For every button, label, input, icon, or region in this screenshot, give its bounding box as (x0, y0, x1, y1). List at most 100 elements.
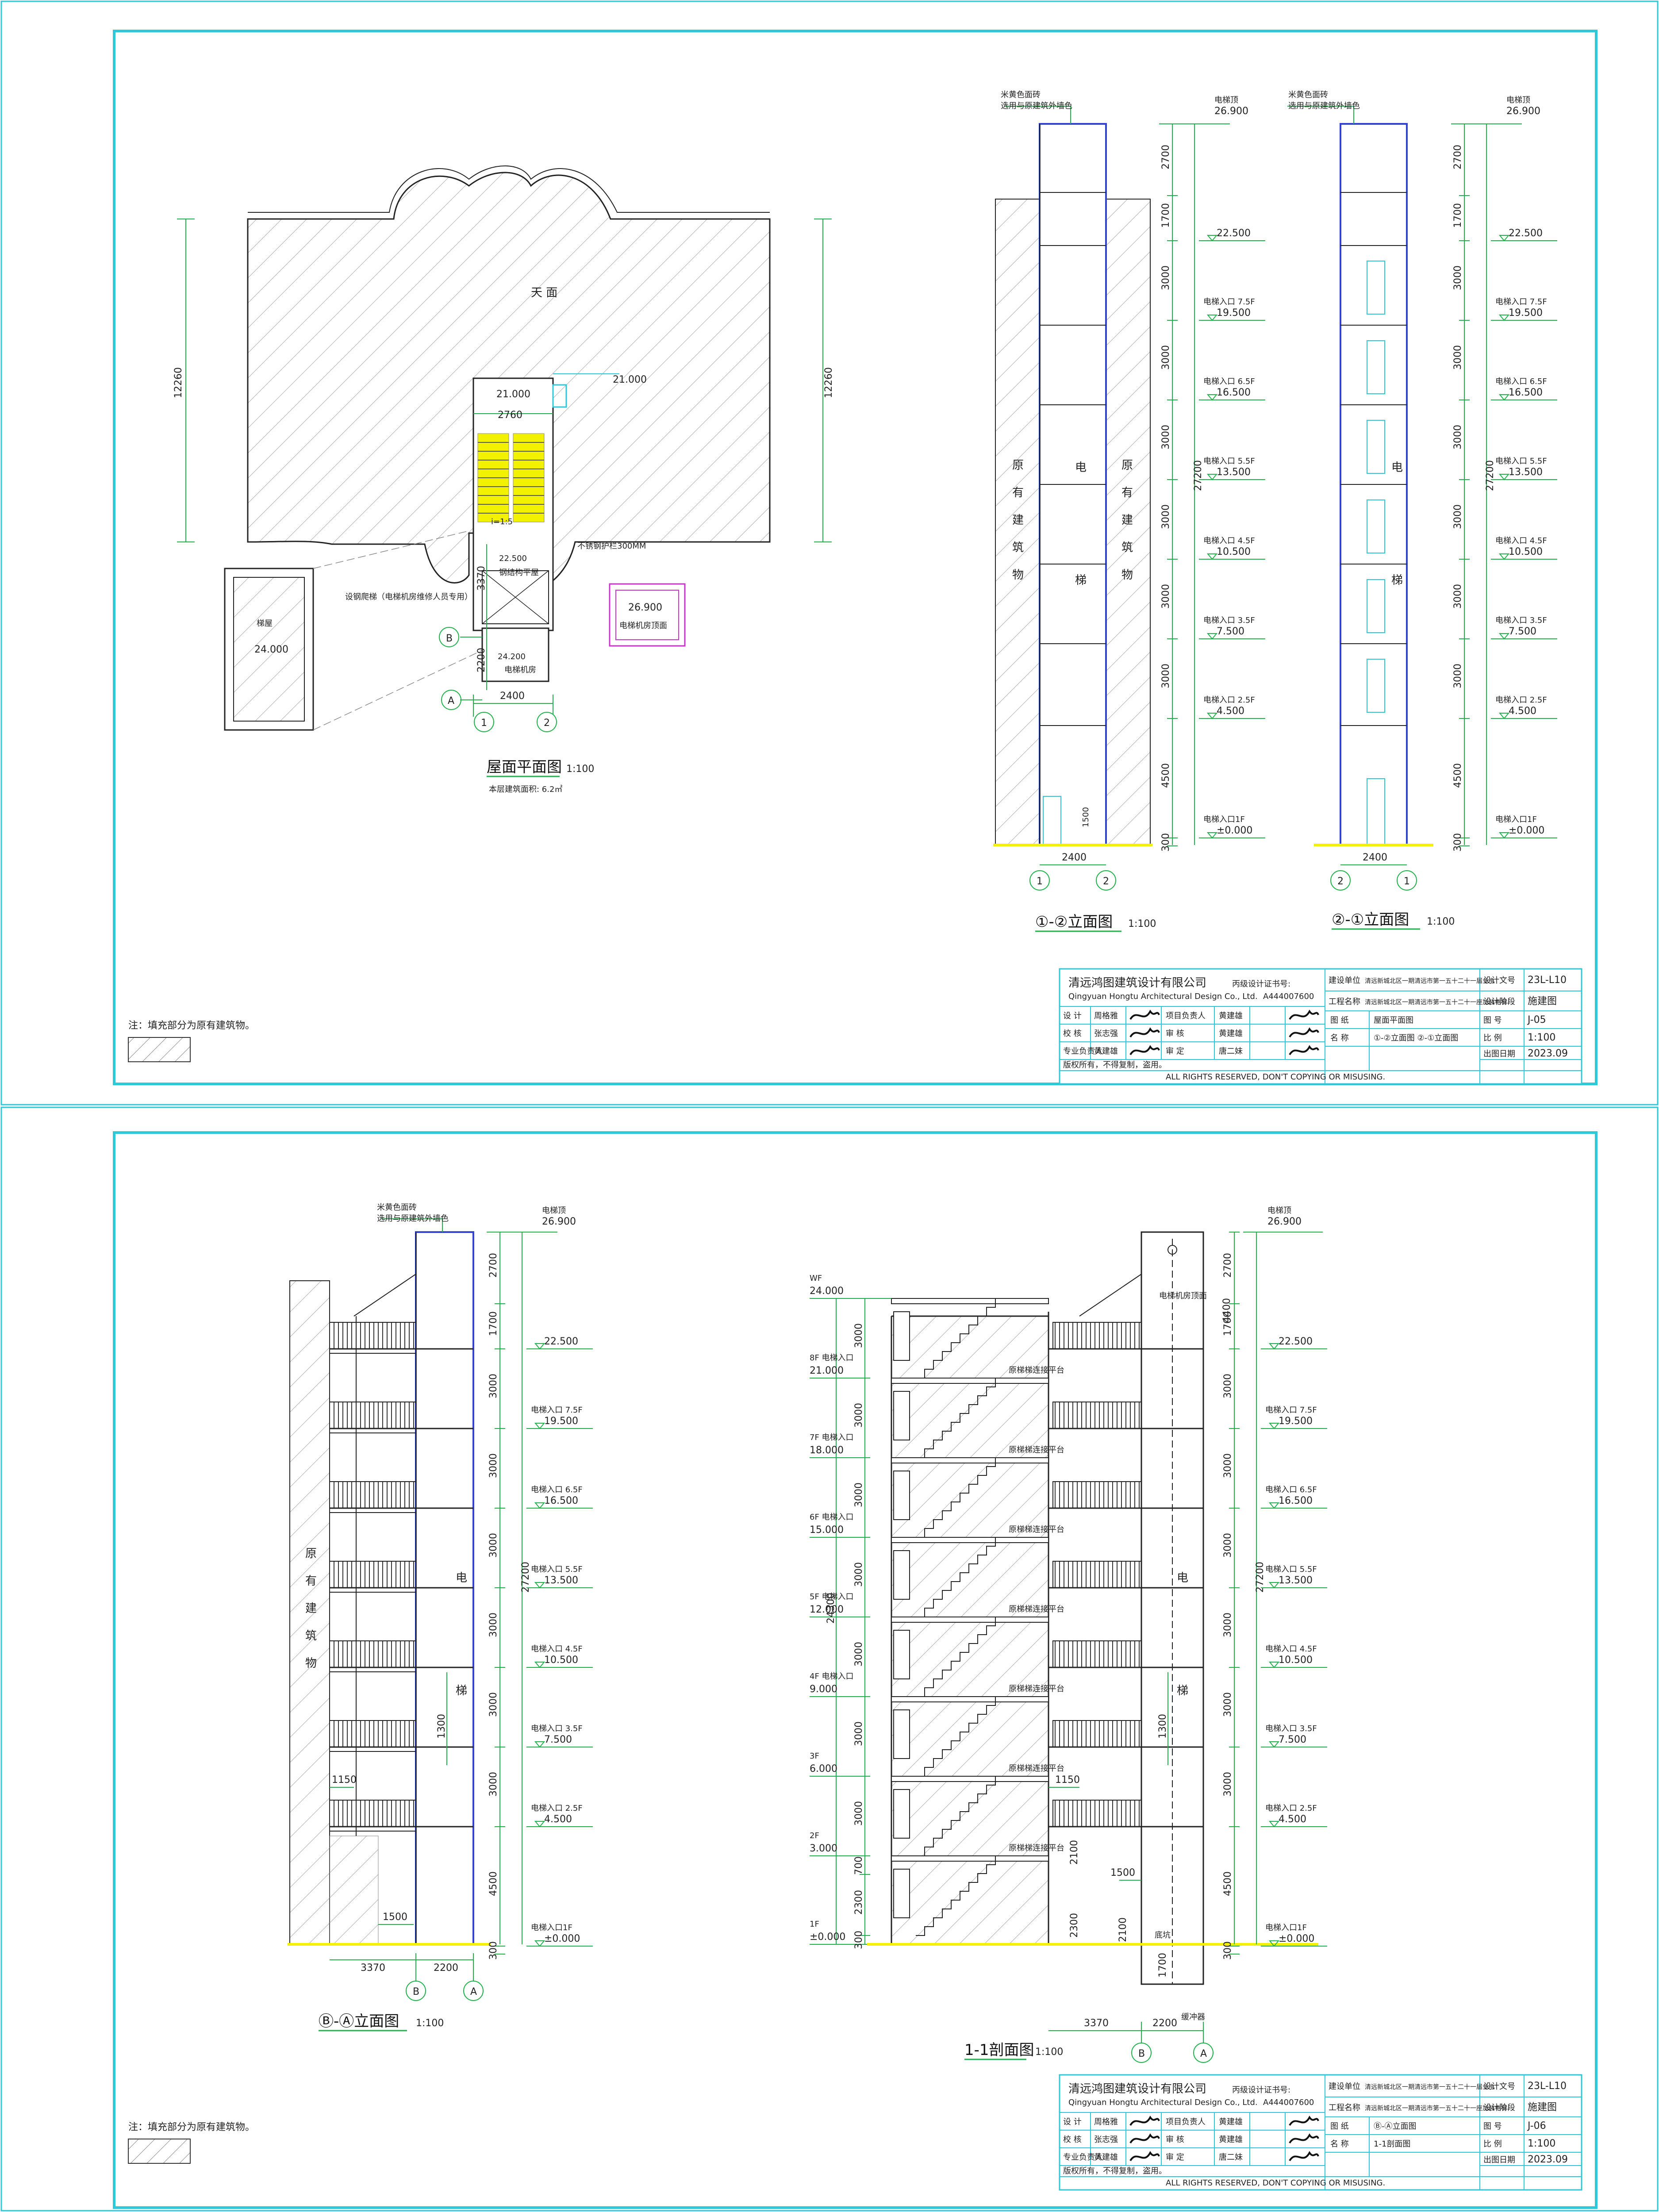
sec-r-dim-label: 3000 (1222, 1772, 1233, 1797)
titleblock-copyright: 版权所有，不得复制，盗用。 (1063, 1060, 1167, 1070)
sec-dim-2300: 2300 (1069, 1913, 1080, 1938)
sec-left-level-name: 4F 电梯入口 (810, 1672, 854, 1681)
e21-level-mark (1498, 713, 1510, 719)
ba-axis-right: A (470, 1986, 477, 1997)
sec-platform-label: 原梯梯连接平台 (1009, 1684, 1064, 1694)
sec-elev-char-2: 梯 (1177, 1684, 1188, 1697)
sec-dim-1300: 1300 (1157, 1714, 1168, 1739)
sec-level-value: 16.500 (1279, 1495, 1313, 1506)
sec-level-name: 电梯入口 6.5F (1265, 1485, 1317, 1494)
titleblock-drawing-name2: ①-②立面图 ②-①立面图 (1374, 1033, 1458, 1043)
ba-dim-label: 3000 (488, 1533, 499, 1558)
ba-scale: 1:100 (416, 2018, 444, 2029)
ba-dim-label: 4500 (488, 1871, 499, 1896)
axis-1-plan: 1 (481, 718, 487, 729)
ba-level-name: 电梯入口 4.5F (531, 1644, 583, 1654)
level-21000-b: 21.000 (613, 374, 647, 385)
ba-balcony-rail (329, 1402, 416, 1429)
e21-level-mark (1498, 394, 1510, 401)
sec-left-level-value: 12.000 (810, 1604, 844, 1615)
sec-door (893, 1630, 910, 1679)
titleblock-role: 校 核 (1063, 2135, 1082, 2144)
sec-level-value: 7.500 (1279, 1734, 1306, 1745)
e12-level-mark (1206, 633, 1218, 640)
sec-r-dim-label: 3000 (1222, 1692, 1233, 1717)
sec-level-mark (1268, 1582, 1280, 1589)
titleblock-drawing-name1: Ⓑ-Ⓐ立面图 (1374, 2122, 1417, 2131)
sec-slab (891, 1457, 1049, 1463)
titleblock-name-label: 名 称 (1330, 2139, 1349, 2149)
sec-platform-label: 原梯梯连接平台 (1009, 1445, 1064, 1455)
e12-dim-label: 3000 (1160, 664, 1171, 688)
ba-level-value: ±0.000 (544, 1933, 580, 1944)
ba-dim-label: 3000 (488, 1613, 499, 1637)
sec-slab (891, 1696, 1049, 1702)
sec-slab (891, 1378, 1049, 1384)
sec-l-dim-label: 2300 (853, 1890, 864, 1915)
dim-left: 12260 (173, 367, 184, 398)
axis-A-plan: A (448, 695, 454, 707)
titleblock-drawing-name2: 1-1剖面图 (1374, 2139, 1410, 2149)
machine-roof-label: 电梯机房顶面 (619, 621, 667, 630)
titleblock-name: 张志强 (1094, 1029, 1118, 1038)
sec-level-value: 13.500 (1279, 1575, 1313, 1586)
signature-mark (1289, 2151, 1319, 2162)
roof-plan: 天 面 12260 12260 21.000 21.000 2760 i=1:5… (173, 165, 834, 794)
sec-level-mark (1268, 1343, 1280, 1350)
e21-axis-right: 1 (1404, 876, 1410, 887)
titleblock-name2: 唐二妹 (1219, 2153, 1243, 2162)
ba-dim-1150: 1150 (332, 1774, 357, 1786)
e21-level-value: 19.500 (1509, 307, 1543, 319)
e12-dim-label: 3000 (1160, 584, 1171, 609)
e21-level-value: ±0.000 (1509, 825, 1544, 836)
ba-dim-label: 2700 (488, 1253, 499, 1278)
signature-mark (1289, 1010, 1319, 1020)
sheet2-frame (113, 1131, 1598, 2209)
titleblock-field-value: 23L-L10 (1528, 975, 1567, 986)
e12-level-value: 7.500 (1217, 626, 1244, 637)
signature-mark (1289, 2116, 1319, 2126)
ba-level-mark (534, 1343, 545, 1350)
elevation-B-A: 米黄色面砖 选用与原建筑外墙色 电梯顶 26.900 2700170030003… (288, 1203, 593, 2032)
sec-stair-flight (916, 1617, 996, 1697)
sec-dim-4400: 4400 (1221, 1298, 1233, 1323)
ba-level-mark (534, 1940, 545, 1947)
titleblock-project-label: 工程名称 (1329, 2103, 1360, 2112)
titleblock-name: 周格雅 (1094, 2117, 1118, 2127)
sec-l-dim-label: 3000 (853, 1323, 864, 1348)
titleblock-role2: 审 核 (1166, 1029, 1184, 1038)
e21-dim-label: 4500 (1452, 763, 1463, 788)
titleblock-field-label: 设计文号 (1483, 976, 1515, 985)
ba-dim-label: 1700 (488, 1311, 499, 1336)
titleblock-field-label: 出图日期 (1483, 2155, 1515, 2165)
signature-mark (1129, 2133, 1160, 2144)
e21-total: 27200 (1485, 460, 1496, 491)
titleblock-field-value: 2023.09 (1528, 2154, 1568, 2165)
e12-level-value: 19.500 (1217, 307, 1251, 319)
ba-level-name: 电梯入口1F (531, 1923, 572, 1932)
section-stair-group (891, 1298, 1049, 1936)
ba-dim-label: 3000 (488, 1692, 499, 1717)
e12-level-mark (1206, 394, 1218, 401)
sec-r-dim-label: 3000 (1222, 1533, 1233, 1558)
titleblock-company-en: Qingyuan Hongtu Architectural Design Co.… (1068, 2098, 1258, 2107)
ba-level-name: 电梯入口 6.5F (531, 1485, 583, 1494)
dim-3370: 3370 (476, 566, 487, 591)
signature-mark (1289, 1045, 1319, 1056)
titleblock-box (1059, 968, 1582, 1085)
titleblock-field-label: 比 例 (1483, 1033, 1502, 1043)
ba-width1: 3370 (361, 1962, 385, 1974)
sec-door (893, 1550, 910, 1600)
sec-level-value: 10.500 (1279, 1655, 1313, 1666)
titleblock-field-label: 图 号 (1483, 2122, 1502, 2131)
sec-door (893, 1471, 910, 1520)
e21-roof-label: 电梯顶 (1506, 96, 1530, 105)
sec-slab (891, 1776, 1049, 1782)
ba-level-mark (534, 1662, 545, 1668)
ba-dim-label: 3000 (488, 1453, 499, 1478)
ba-level-mark (534, 1582, 545, 1589)
e12-note1: 米黄色面砖 (1001, 90, 1041, 100)
